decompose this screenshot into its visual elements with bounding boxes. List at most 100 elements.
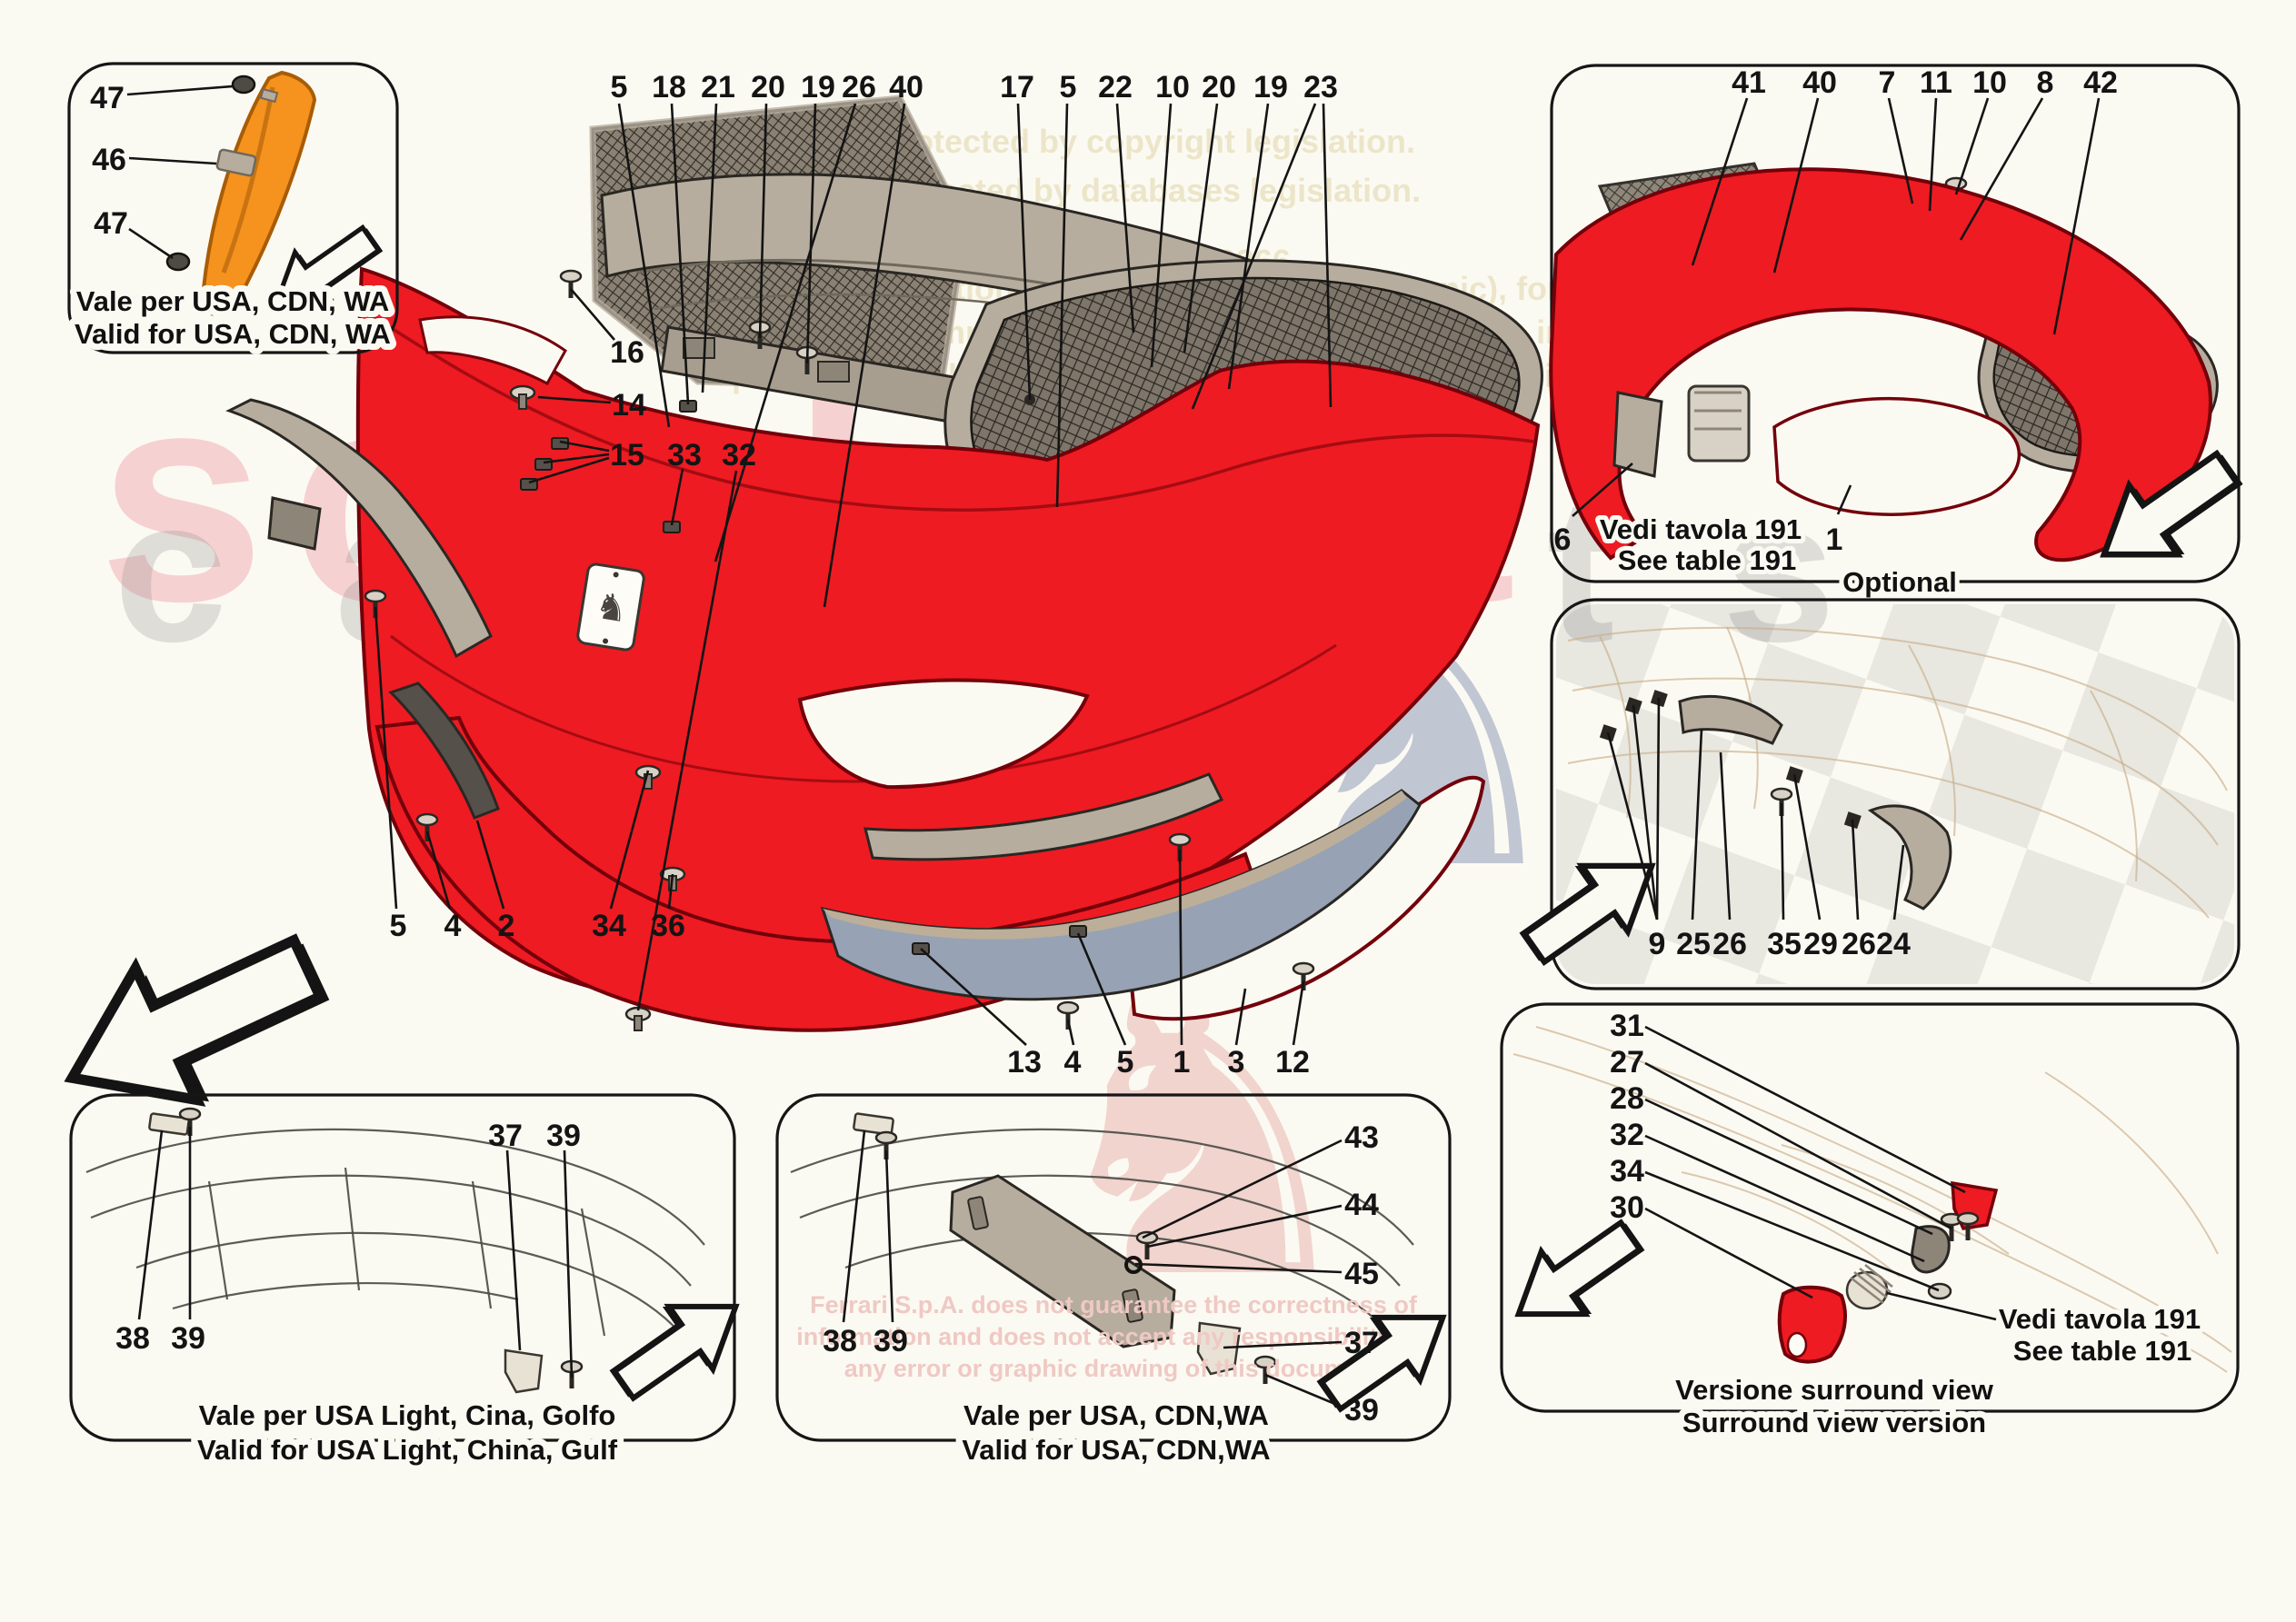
leader-line: [1959, 97, 2044, 241]
optional-box: Vedi tavola 191 See table 191 Optional: [1549, 64, 2256, 602]
part-number-31: 31: [1610, 1009, 1644, 1043]
part-number-5: 5: [611, 70, 628, 104]
part-number-29: 29: [1803, 927, 1838, 961]
bumper-underside-sketch: [85, 1109, 705, 1394]
leader-line: [128, 156, 217, 165]
surround-title-it: Versione surround view: [1675, 1374, 1994, 1406]
usa-cdn-wa-box: Ferrari S.p.A. does not guarantee the co…: [775, 1093, 1464, 1472]
badge-horse-icon: ♞: [592, 585, 631, 632]
box-title-it: Vale per USA, CDN, WA: [76, 285, 390, 317]
leader-line: [1292, 980, 1305, 1046]
part-number-34: 34: [1610, 1154, 1644, 1189]
leader-line: [2052, 97, 2101, 335]
leader-line: [670, 103, 690, 405]
leader-line: [137, 1129, 164, 1320]
leader-line: [128, 227, 174, 260]
leader-line: [1792, 773, 1822, 920]
leader-line: [543, 453, 610, 464]
part-number-39: 39: [1344, 1393, 1379, 1428]
box-title-en: Valid for USA, CDN, WA: [75, 318, 391, 350]
part-number-5: 5: [390, 909, 407, 943]
leader-line: [805, 103, 817, 364]
part-number-47: 47: [90, 81, 125, 115]
leader-line: [609, 770, 650, 910]
part-number-25: 25: [1676, 927, 1711, 961]
leader-line: [1016, 103, 1032, 401]
part-number-21: 21: [701, 70, 735, 104]
leader-line: [1234, 988, 1247, 1046]
box-title-en: Valid for USA Light, China, Gulf: [197, 1434, 618, 1466]
leader-line: [1115, 103, 1135, 333]
leader-line: [1066, 1019, 1075, 1046]
part-number-39: 39: [171, 1321, 205, 1356]
leader-line: [1644, 1207, 1813, 1299]
leader-line: [636, 470, 738, 1011]
part-number-19: 19: [801, 70, 835, 104]
shields-box: [1506, 598, 2241, 990]
side-marker-lamp: [165, 70, 317, 316]
leader-line: [1691, 728, 1703, 920]
leader-line: [1836, 484, 1852, 515]
part-number-1: 1: [1826, 522, 1843, 557]
leader-line: [528, 456, 610, 484]
part-number-7: 7: [1879, 65, 1896, 100]
leader-line: [1892, 844, 1905, 920]
part-number-47: 47: [94, 206, 128, 241]
leader-line: [1223, 1340, 1343, 1349]
leader-line: [1644, 1134, 1925, 1263]
part-number-35: 35: [1767, 927, 1802, 961]
leader-line: [1644, 1061, 1952, 1230]
leader-line: [1644, 1098, 1933, 1236]
part-number-32: 32: [722, 438, 756, 473]
part-number-37: 37: [488, 1119, 523, 1153]
part-number-40: 40: [889, 70, 923, 104]
leader-line: [1134, 1262, 1343, 1274]
part-number-44: 44: [1344, 1188, 1379, 1222]
leader-line: [1191, 103, 1317, 410]
part-number-38: 38: [823, 1324, 857, 1358]
part-number-1: 1: [1173, 1045, 1191, 1080]
part-number-41: 41: [1732, 65, 1766, 100]
part-number-15: 15: [610, 438, 644, 473]
leader-line: [1887, 97, 1914, 204]
leader-line: [667, 873, 674, 910]
leader-line: [126, 85, 234, 96]
optional-ref-it: Vedi tavola 191: [1600, 513, 1802, 545]
part-number-14: 14: [612, 388, 646, 423]
surround-camera-parts: [1777, 1180, 1999, 1364]
part-number-18: 18: [652, 70, 686, 104]
leader-line: [1928, 97, 1938, 212]
part-number-16: 16: [610, 335, 644, 370]
part-number-10: 10: [1972, 65, 2007, 100]
optional-bumper: [1549, 162, 2219, 562]
part-number-5: 5: [1060, 70, 1077, 104]
leader-line: [1055, 103, 1069, 508]
leader-line: [1719, 751, 1732, 920]
left-spoiler-strut: [225, 384, 686, 1032]
part-number-40: 40: [1802, 65, 1837, 100]
usa-light-china-gulf-box: Vale per USA Light, Cina, Golfo Valid fo…: [69, 1093, 757, 1472]
leader-line: [1780, 802, 1785, 920]
part-number-5: 5: [1117, 1045, 1134, 1080]
part-number-39: 39: [546, 1119, 581, 1153]
leader-line: [1851, 819, 1860, 920]
leader-line: [1691, 97, 1749, 266]
disclaimer-line: any error or graphic drawing of this doc…: [844, 1355, 1383, 1382]
part-number-22: 22: [1098, 70, 1133, 104]
part-number-33: 33: [667, 438, 702, 473]
front-spoiler-blade: [820, 789, 1422, 1030]
side-marker-box: Vale per USA, CDN, WA Valid for USA, CDN…: [67, 62, 399, 356]
disclaimer-watermark: Ferrari S.p.A. does not guarantee the co…: [796, 1291, 1431, 1382]
leader-line: [475, 820, 505, 910]
part-number-8: 8: [2037, 65, 2054, 100]
leader-line: [374, 606, 398, 910]
leader-line: [1572, 463, 1633, 517]
leader-line: [842, 1129, 866, 1323]
part-number-4: 4: [1064, 1045, 1082, 1080]
leader-line: [1655, 697, 1661, 920]
